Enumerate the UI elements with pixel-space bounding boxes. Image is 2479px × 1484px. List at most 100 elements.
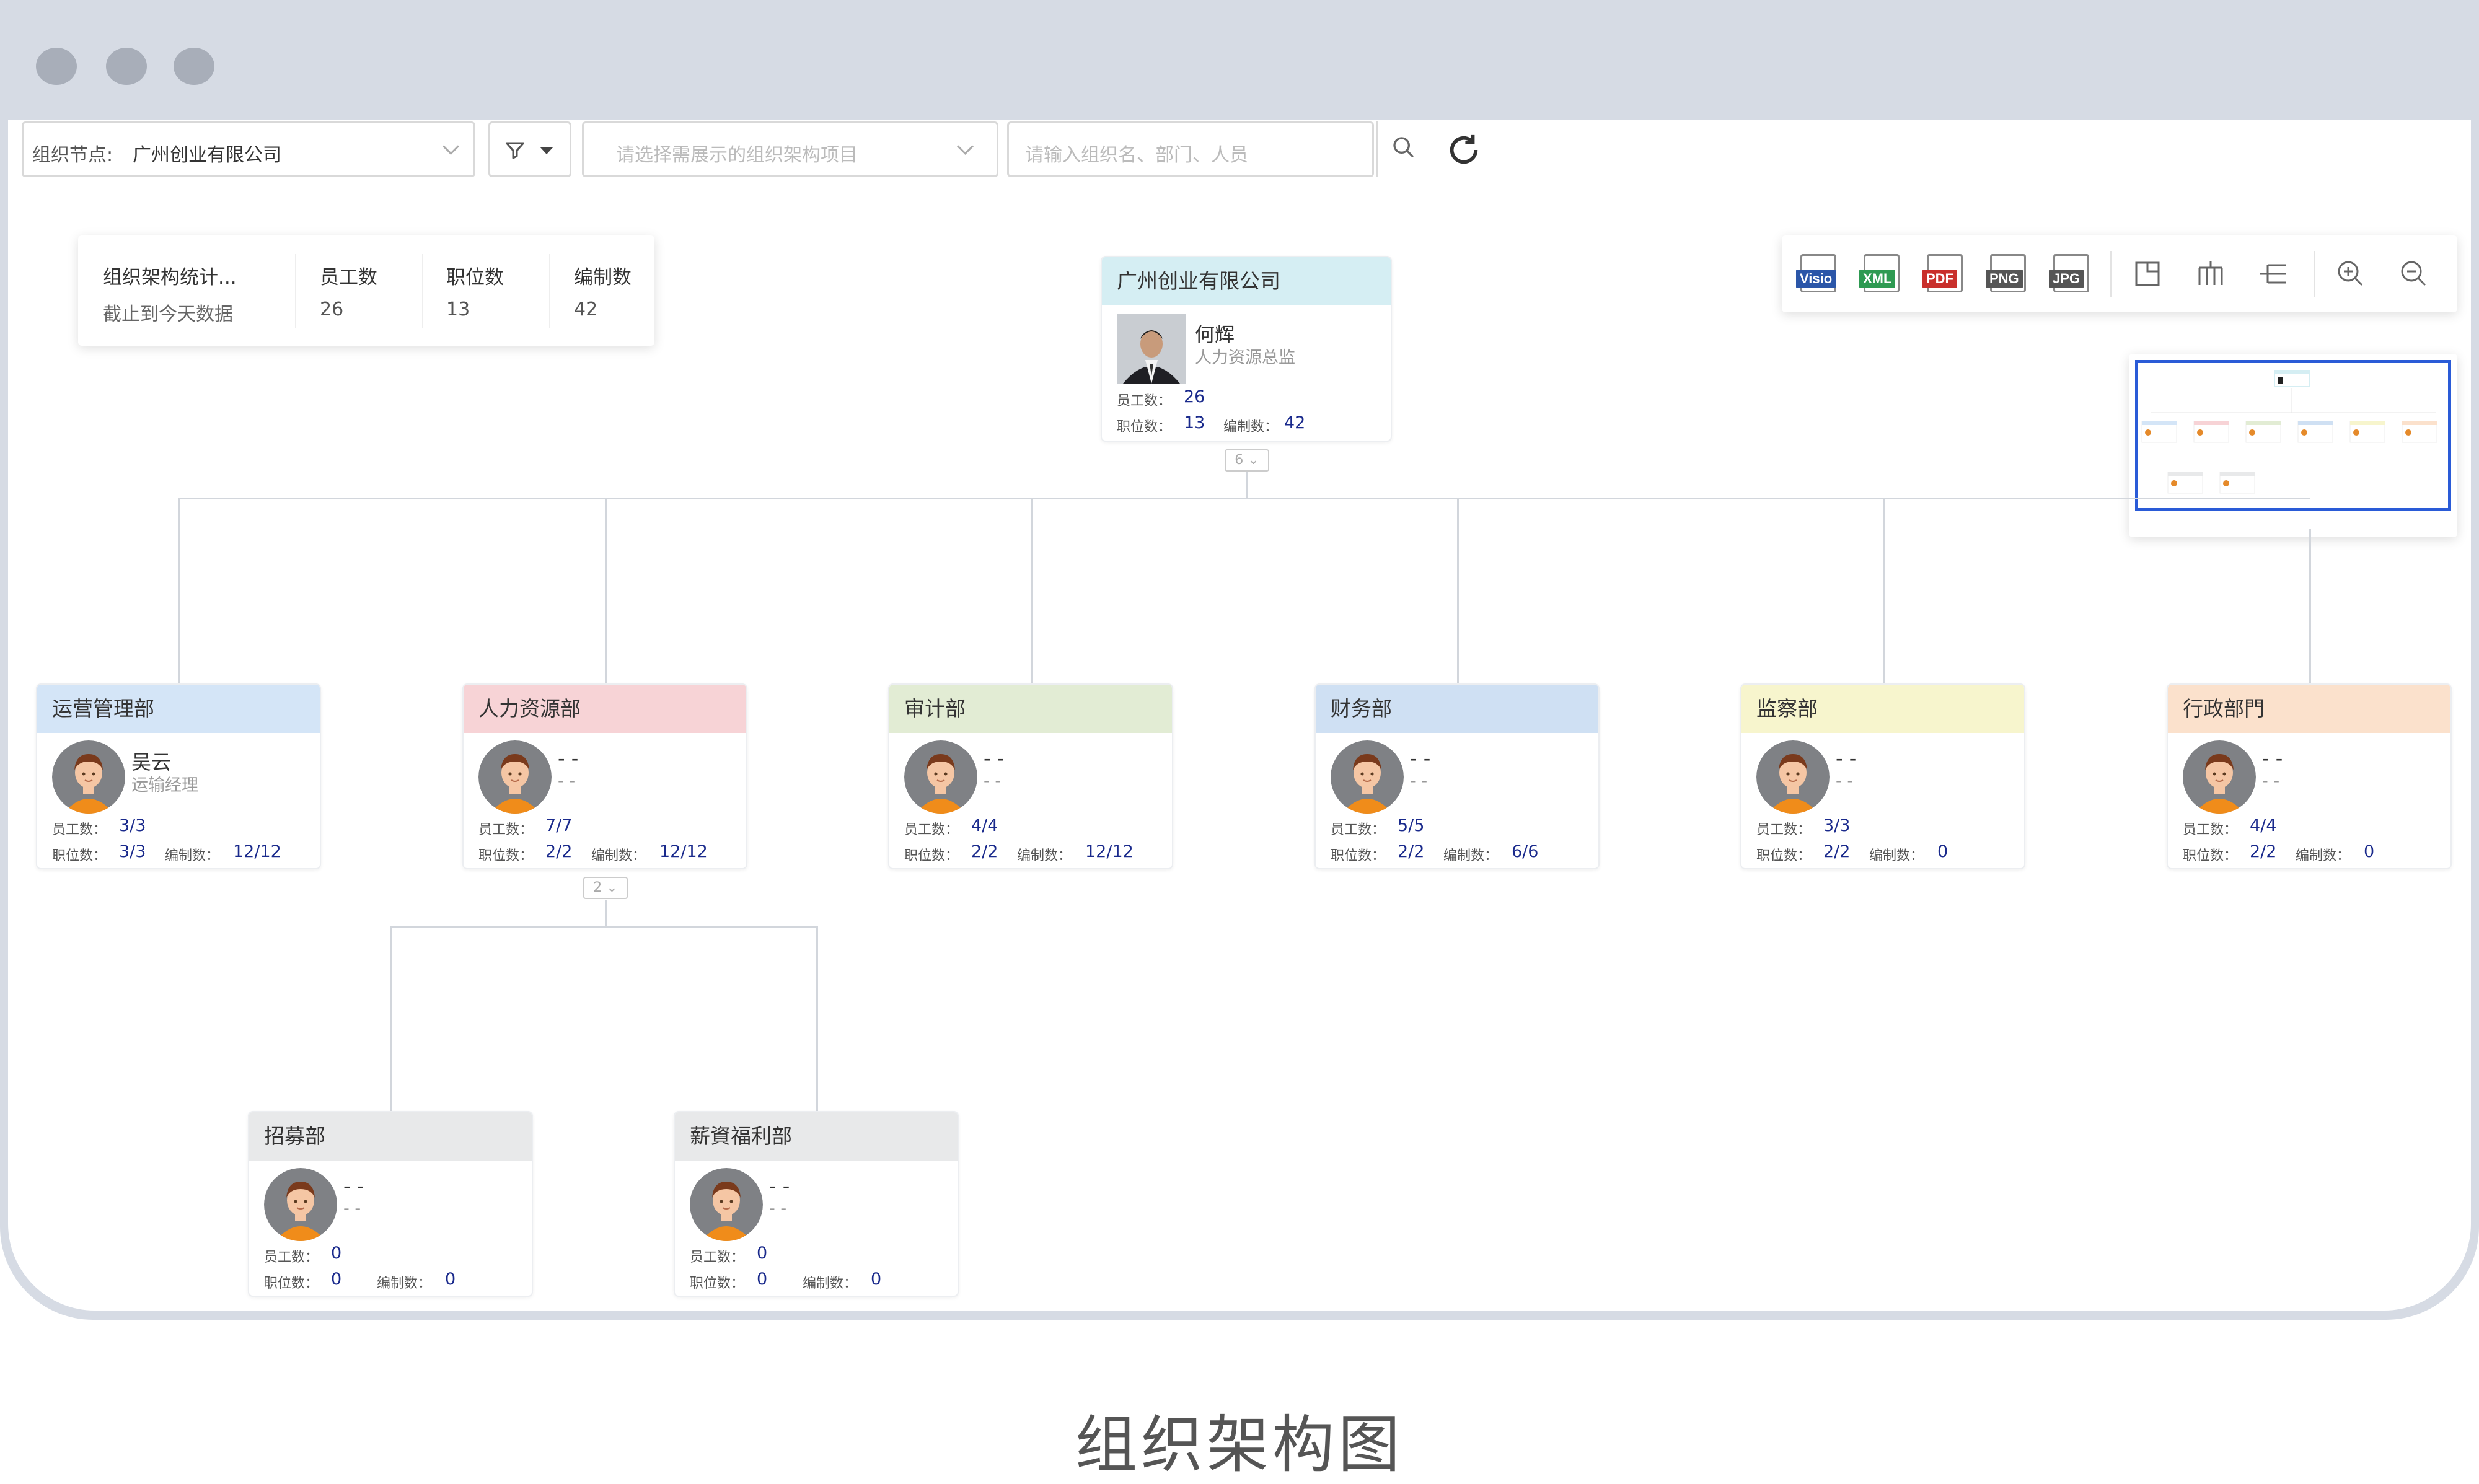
positions-value: 0 <box>331 1270 342 1289</box>
connector-line <box>390 926 818 928</box>
vertical-layout-icon[interactable] <box>2186 249 2235 299</box>
stats-divider <box>549 254 550 328</box>
png-file-icon: PNG <box>1986 254 2026 292</box>
collapse-toggle[interactable]: 6 ⌄ <box>1225 449 1269 472</box>
connector-line <box>816 926 818 1112</box>
jpg-label: JPG <box>2049 270 2084 288</box>
employees-value: 7/7 <box>545 816 573 835</box>
positions-label: 职位数： <box>904 848 959 864</box>
avatar <box>478 740 552 814</box>
person-title: - - <box>984 771 1002 791</box>
stats-employees-value: 26 <box>320 299 344 320</box>
project-select[interactable]: 请选择需展示的组织架构项目 <box>582 121 998 177</box>
export-jpg-button[interactable]: JPG <box>2046 249 2095 299</box>
employees-value: 4/4 <box>2250 816 2277 835</box>
window-dot-maximize[interactable] <box>174 48 214 85</box>
employees-label: 员工数： <box>904 822 959 838</box>
headcount-label: 编制数： <box>1017 848 1072 864</box>
node-title: 运营管理部 <box>37 685 320 733</box>
employees-label: 员工数： <box>478 822 534 838</box>
person-title: 运输经理 <box>131 776 198 795</box>
node-title: 薪資福利部 <box>675 1112 958 1161</box>
node-title: 财务部 <box>1316 685 1598 733</box>
export-pdf-button[interactable]: PDF <box>1919 249 1969 299</box>
search-icon <box>1393 137 1414 158</box>
node-title: 行政部門 <box>2168 685 2450 733</box>
avatar <box>264 1168 337 1241</box>
horizontal-layout-icon[interactable] <box>2249 249 2299 299</box>
headcount-label: 编制数： <box>803 1276 858 1291</box>
headcount-label: 编制数： <box>377 1276 432 1291</box>
zoom-in-icon[interactable] <box>2326 249 2376 299</box>
headcount-value: 12/12 <box>233 842 281 861</box>
refresh-icon[interactable] <box>1446 132 1482 168</box>
node-title: 广州创业有限公司 <box>1102 257 1391 305</box>
person-name: - - <box>1410 747 1431 770</box>
connector-line <box>1457 498 1459 683</box>
stats-positions-value: 13 <box>446 299 470 320</box>
window-dot-minimize[interactable] <box>106 48 147 85</box>
node-title: 人力资源部 <box>464 685 746 733</box>
stats-headcount-label: 编制数 <box>574 266 632 289</box>
export-png-button[interactable]: PNG <box>1983 249 2032 299</box>
zoom-out-icon[interactable] <box>2389 249 2439 299</box>
search-input[interactable]: 请输入组织名、部门、人员 <box>1025 144 1248 166</box>
fit-view-icon[interactable] <box>2123 249 2172 299</box>
org-node-root[interactable]: 广州创业有限公司 何辉 人力资源总监 员工数： 26 职位数： 13 编制数： … <box>1101 256 1392 442</box>
person-title: - - <box>1836 771 1854 791</box>
filter-icon <box>506 142 524 159</box>
employees-value: 3/3 <box>119 816 146 835</box>
person-title: 人力资源总监 <box>1195 348 1295 367</box>
positions-value: 2/2 <box>2250 842 2277 861</box>
minimap-viewport[interactable] <box>2135 360 2451 511</box>
positions-label: 职位数： <box>2183 848 2238 864</box>
search-box[interactable]: 请输入组织名、部门、人员 <box>1007 121 1414 177</box>
employees-label: 员工数： <box>52 822 107 838</box>
employees-value: 0 <box>757 1244 768 1263</box>
person-name: - - <box>558 747 579 770</box>
positions-label: 职位数： <box>1117 419 1172 435</box>
xml-file-icon: XML <box>1859 254 1900 292</box>
xml-label: XML <box>1859 270 1896 288</box>
positions-label: 职位数： <box>478 848 534 864</box>
node-title: 招募部 <box>249 1112 532 1161</box>
positions-label: 职位数： <box>690 1276 745 1291</box>
person-title: - - <box>558 771 576 791</box>
search-button[interactable] <box>1376 121 1429 177</box>
window-dot-close[interactable] <box>36 48 77 85</box>
headcount-value: 12/12 <box>1085 842 1134 861</box>
headcount-value: 0 <box>1937 842 1948 861</box>
headcount-label: 编制数： <box>1223 419 1279 435</box>
collapse-toggle[interactable]: 2 ⌄ <box>583 877 628 899</box>
filter-button[interactable] <box>488 121 571 177</box>
stats-headcount-value: 42 <box>574 299 598 320</box>
export-xml-button[interactable]: XML <box>1856 249 1906 299</box>
positions-label: 职位数： <box>52 848 107 864</box>
person-title: - - <box>2262 771 2280 791</box>
org-node-label: 组织节点: <box>32 144 113 166</box>
caption: 组织架构图 <box>1075 1408 1404 1481</box>
employees-label: 员工数： <box>264 1250 319 1265</box>
stats-positions-label: 职位数 <box>446 266 504 289</box>
pdf-label: PDF <box>1922 270 1957 288</box>
positions-label: 职位数： <box>264 1276 319 1291</box>
connector-line <box>1246 454 1248 498</box>
pdf-file-icon: PDF <box>1922 254 1963 292</box>
headcount-label: 编制数： <box>591 848 646 864</box>
headcount-value: 42 <box>1284 413 1306 432</box>
connector-line <box>178 498 180 683</box>
toolbar-divider <box>2314 251 2315 297</box>
org-node-select[interactable]: 组织节点: 广州创业有限公司 <box>22 121 475 177</box>
connector-line <box>605 498 607 683</box>
positions-value: 13 <box>1184 413 1205 432</box>
export-visio-button[interactable]: Visio <box>1793 249 1843 299</box>
connector-line <box>178 498 2310 499</box>
